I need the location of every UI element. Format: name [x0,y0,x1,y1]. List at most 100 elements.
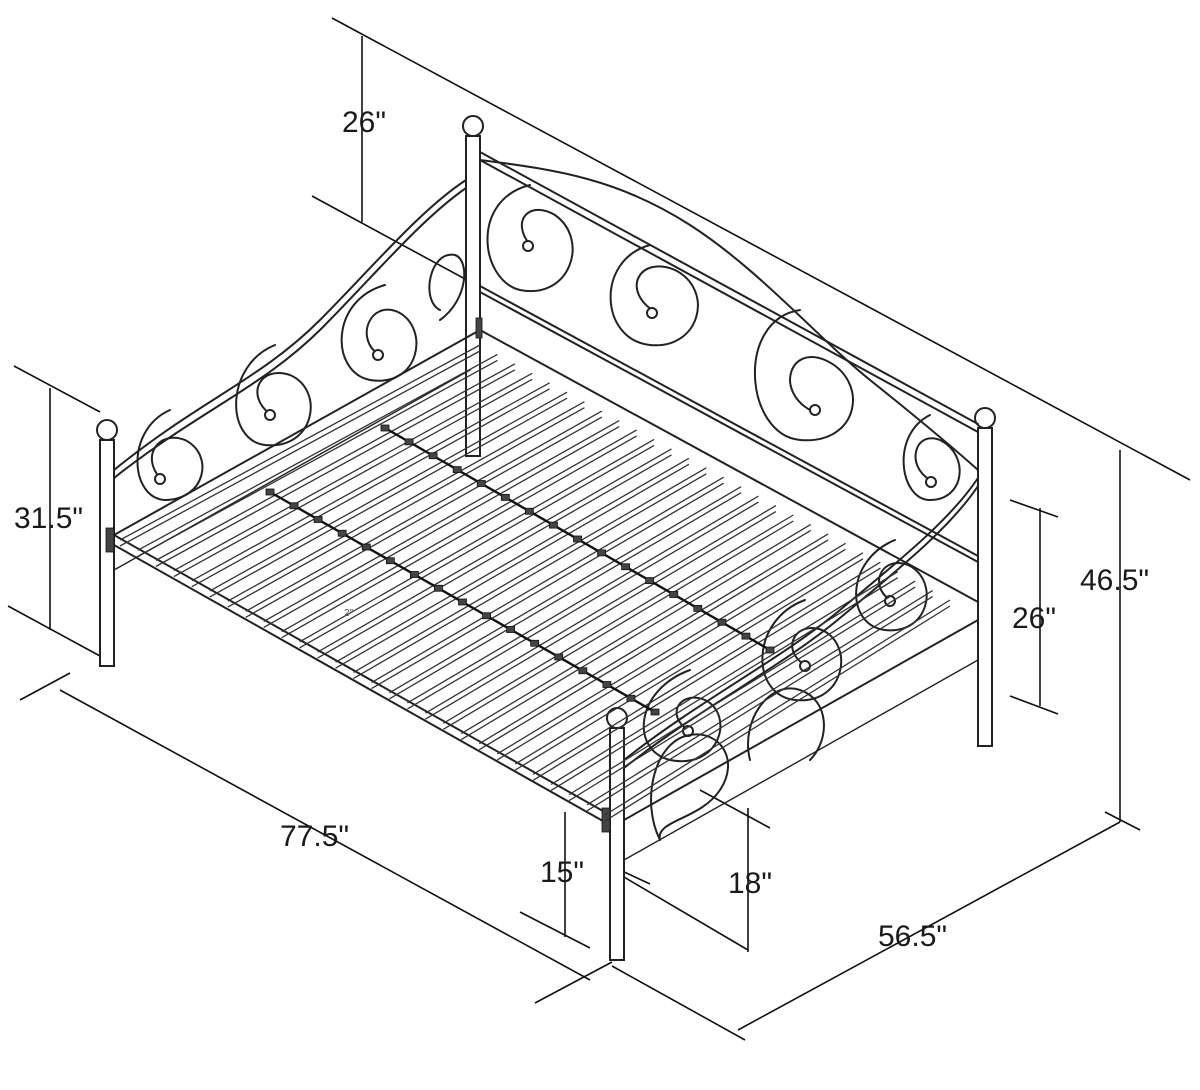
back-right-post [977,427,993,747]
slat [586,596,933,812]
slat [317,454,672,659]
slat [173,378,533,578]
slat [425,510,777,720]
slat-clip [573,535,582,543]
slat [604,605,951,822]
slat-clip [313,516,323,523]
slat-clip [741,632,751,640]
back-right-knob [974,407,996,429]
slat [227,401,585,602]
slat [371,476,725,684]
width-label: 56.5" [878,920,947,953]
slat-clip [530,639,540,647]
slat [514,558,864,771]
slat [281,429,637,633]
slat-clip [361,543,371,551]
back-left-knob [462,115,484,137]
dimension-lines [7,17,1191,1041]
slat-clip [693,604,703,612]
slat [155,363,516,561]
dimension-labels: 26" 31.5" 46.5" 26" 77.5" 15" 18" 56.5" … [14,106,1149,953]
arm-height-label: 26" [1012,602,1056,635]
slat-clip [765,646,775,654]
bed-posts [96,115,996,961]
slat [407,501,759,710]
slat [191,382,550,582]
slat [496,548,846,761]
slat [353,467,707,673]
deck-height-label: 18" [728,867,772,900]
slat-clip [645,577,655,585]
slat-clip [626,694,636,702]
slat [425,504,777,714]
slat-clip [409,571,419,578]
slat-clip [524,507,534,515]
front-left-knob [96,419,118,441]
slat [137,353,498,551]
slat [460,529,812,741]
back-panel-height-label: 26" [342,106,386,139]
slat [532,567,881,781]
leg-clearance-label: 15" [540,856,584,889]
slat [317,448,672,653]
slat-clip [602,681,612,688]
slat-clip [717,618,727,626]
slat [119,350,481,547]
overall-height-label: 46.5" [1080,564,1149,597]
slat [478,533,829,745]
slat-clip [404,438,414,446]
slat [281,435,637,639]
slat [550,577,899,791]
side-post-height-label: 31.5" [14,502,83,535]
slat [478,539,829,751]
slat [443,514,794,724]
slat [155,369,516,567]
slat-clip [500,493,510,501]
slat [173,372,533,572]
slat [460,523,812,735]
slat [299,444,655,649]
slat [299,438,655,643]
slat [137,359,498,557]
slat [568,586,916,802]
front-left-post [99,439,115,667]
slat-clip [650,708,660,716]
slat [407,495,759,704]
slat-clip [452,466,462,474]
slat [263,425,620,629]
slat [245,416,603,618]
slat [209,391,568,592]
slat [245,410,603,612]
slat [514,552,864,765]
slat [353,473,707,679]
slat-clip [597,549,606,557]
center-support-group [265,424,775,716]
slat [389,486,742,694]
slat-clip [476,480,486,487]
slat [496,542,846,755]
slat-clip [578,667,588,675]
slat-clip [458,598,467,606]
slat [568,580,916,796]
slat [371,482,725,690]
slat [586,590,933,806]
slat-clip [482,612,491,620]
slat [263,419,620,623]
slat [119,344,481,541]
slat-clip [428,452,438,460]
left-arm [113,179,467,502]
slat-clip [506,626,516,633]
slat-clip [380,424,390,432]
slat [550,571,899,785]
slats-group [119,344,951,822]
slat-clip [385,557,395,565]
length-label: 77.5" [280,820,349,853]
slat-note-label: 2" [344,608,354,619]
slat-clip [265,488,275,496]
slat [532,561,881,775]
slat-clip [554,653,564,661]
slat [335,457,690,663]
slat-clip [337,529,347,537]
